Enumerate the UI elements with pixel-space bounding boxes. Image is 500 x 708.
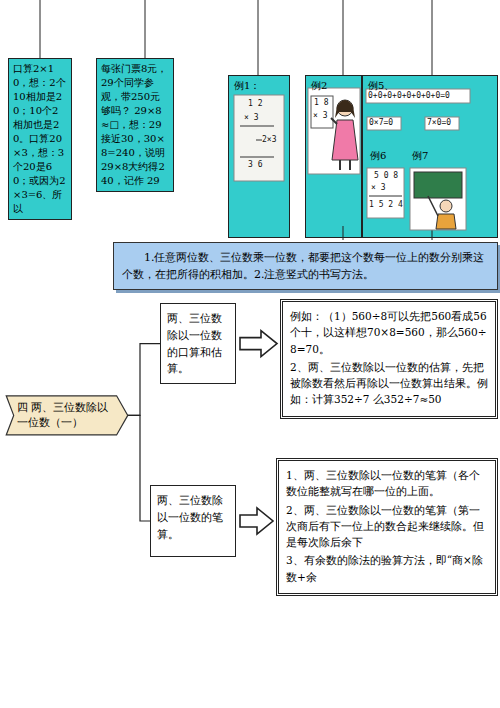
banner-outline bbox=[6, 396, 128, 435]
girl-legs bbox=[340, 160, 350, 170]
topic-box: 两、三位数除以一位数的口算和估算。 bbox=[160, 303, 236, 384]
picture-frame bbox=[367, 117, 401, 130]
teacher-arm bbox=[428, 196, 438, 216]
figure-label: 7×0=0 bbox=[427, 119, 451, 128]
node-text: 例2 bbox=[311, 79, 356, 92]
detail-box: 1、两、三位数除以一位数的笔算（各个数位能整就写在哪一位的上面。2、两、三位数除… bbox=[276, 458, 498, 596]
node-text: 例如：（1）560÷8可以先把560看成56个十，以这样想70×8=560，那么… bbox=[290, 308, 488, 357]
summary-band: 1.任意两位数、三位数乘一位数，都要把这个数每一位上的数分别乘这个数，在把所得的… bbox=[113, 242, 498, 290]
node-text: 1、两、三位数除以一位数的笔算（各个数位能整就写在哪一位的上面。 bbox=[286, 467, 488, 500]
figure-label: 3 6 bbox=[248, 161, 262, 170]
node-text: 四 两、三位数除以一位数（一） bbox=[17, 400, 113, 431]
example-box: 例2 bbox=[305, 75, 362, 238]
rule-line bbox=[240, 157, 274, 158]
node-text: 两、三位数除以一位数的口算和估算。 bbox=[167, 310, 229, 377]
leader-line bbox=[145, 0, 146, 58]
girl-dress bbox=[332, 120, 358, 160]
node-text: 例6 bbox=[370, 149, 404, 162]
hollow-arrow bbox=[240, 508, 273, 534]
example5-picture bbox=[366, 89, 470, 130]
picture-frame bbox=[308, 88, 360, 174]
picture-frame bbox=[425, 117, 459, 130]
rule-line bbox=[369, 196, 402, 197]
example7-picture bbox=[410, 168, 466, 230]
node-text: 1.任意两位数、三位数乘一位数，都要把这个数每一位上的数分别乘这个数，在把所得的… bbox=[122, 249, 489, 283]
leader-line bbox=[40, 0, 41, 58]
figure-label: 0+0+0+0+0+0+0+0=0 bbox=[368, 92, 450, 101]
blackboard bbox=[414, 172, 462, 198]
figure-label: 0×7=0 bbox=[369, 119, 393, 128]
leader-line bbox=[432, 0, 433, 75]
node-text: 2、两、三位数除以一位数的估算，先把被除数看然后再除以一位数算出结果。例如：计算… bbox=[290, 359, 488, 408]
teacher-body bbox=[436, 214, 456, 229]
node-text: 3、有余数的除法的验算方法，即“商×除数+余 bbox=[286, 552, 488, 585]
node-text: 两、三位数除以一位数的笔算。 bbox=[157, 492, 229, 542]
leader-line bbox=[343, 226, 344, 240]
girl-hair bbox=[335, 100, 355, 118]
note-box: 口算2×10，想：2个10相加是20；10个2相加也是20。口算20×3，想：3… bbox=[8, 58, 72, 220]
node-text: 例7 bbox=[412, 149, 468, 162]
figure-label: × 3 bbox=[371, 184, 385, 193]
figure-label: 1 2 bbox=[248, 100, 262, 109]
picture-frame bbox=[366, 89, 470, 103]
example-subbox: 例7 bbox=[409, 147, 471, 237]
figure-label: 1 5 2 4 bbox=[369, 201, 403, 210]
figure-label: 1 8 bbox=[314, 99, 328, 108]
pointer-line bbox=[256, 140, 262, 141]
picture-frame bbox=[234, 95, 284, 181]
node-text: 例1： bbox=[234, 79, 284, 92]
node-text: 2、两、三位数除以一位数的笔算（第一次商后有下一位上的数合起来继续除。但是每次除… bbox=[286, 502, 488, 551]
example2-picture bbox=[308, 88, 360, 174]
sign-card bbox=[311, 96, 333, 128]
figure-label: 5 0 8 bbox=[374, 172, 398, 181]
girl-head bbox=[337, 100, 353, 116]
figure-label: × 3 bbox=[244, 114, 258, 123]
node-text: 例5、 bbox=[368, 79, 492, 92]
figure-label: × 3 bbox=[313, 112, 327, 121]
example6-picture bbox=[367, 168, 404, 218]
picture-frame bbox=[410, 168, 466, 230]
chapter-banner: 四 两、三位数除以一位数（一） bbox=[5, 395, 129, 436]
leader-line bbox=[258, 0, 259, 75]
node-text: 每张门票8元，29个同学参观，带250元够吗？ 29×8≈□，想：29接近30，… bbox=[101, 62, 169, 188]
detail-box: 例如：（1）560÷8可以先把560看成56个十，以这样想70×8=560，那么… bbox=[280, 299, 498, 419]
bracket-line bbox=[127, 415, 150, 521]
leader-line bbox=[432, 226, 433, 240]
node-text: 口算2×10，想：2个10相加是20；10个2相加也是20。口算20×3，想：3… bbox=[13, 62, 67, 216]
note-box: 每张门票8元，29个同学参观，带250元够吗？ 29×8≈□，想：29接近30，… bbox=[96, 58, 174, 192]
picture-frame bbox=[367, 168, 404, 218]
leader-line bbox=[343, 0, 344, 75]
rule-line bbox=[240, 126, 274, 127]
teacher-head bbox=[440, 200, 452, 212]
bracket-line bbox=[127, 344, 160, 416]
hollow-arrow bbox=[240, 331, 277, 357]
girl-arm bbox=[331, 118, 337, 124]
leader-lines bbox=[40, 0, 432, 240]
figure-label: 2×3 bbox=[262, 136, 276, 145]
example1-picture bbox=[234, 95, 284, 181]
topic-box: 两、三位数除以一位数的笔算。 bbox=[150, 485, 236, 557]
